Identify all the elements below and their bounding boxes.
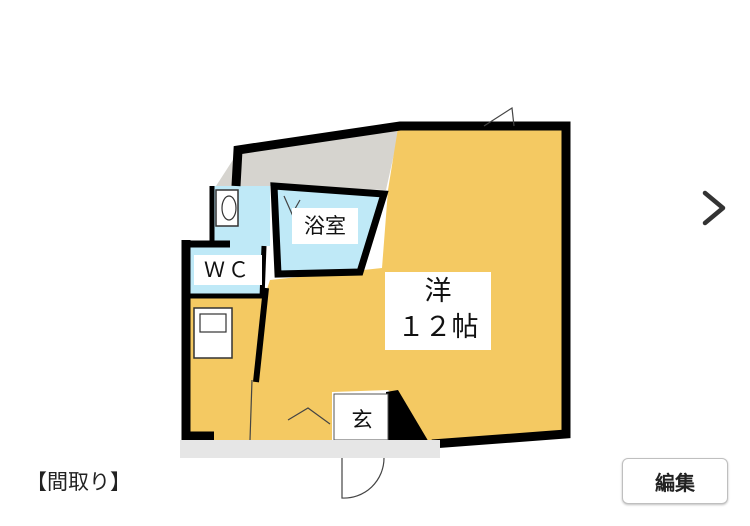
room-label-western-size: １２帖 [397,312,479,343]
entrance-wall [386,390,430,444]
room-label-western: 洋 １２帖 [385,272,491,350]
door-arc-kitchen [287,407,331,425]
washbasin [215,189,239,227]
pipe-line [249,379,253,441]
left-wall [181,240,214,441]
outer-wall [231,121,571,449]
balcony-area [216,127,400,190]
room-label-western-type: 洋 [424,276,452,307]
kitchen-sink [199,313,227,333]
room-label-bath: 浴室 [292,208,358,244]
floorplan-fade [180,440,440,458]
door-arc-entry [341,442,385,499]
room-label-wc: ＷＣ [194,255,262,285]
wc-right-wall [259,245,267,299]
edit-button[interactable]: 編集 [622,458,728,504]
western-room-area [190,128,566,444]
washbasin-bowl [221,195,237,221]
floorplan-caption: 【間取り】 [26,470,131,494]
partition-wall [253,287,269,383]
room-label-entrance: 玄 [345,402,379,438]
bath-wall [270,182,389,278]
next-image-button[interactable] [696,186,732,230]
door-arc-top [483,106,515,127]
chevron-right-icon [702,190,726,226]
